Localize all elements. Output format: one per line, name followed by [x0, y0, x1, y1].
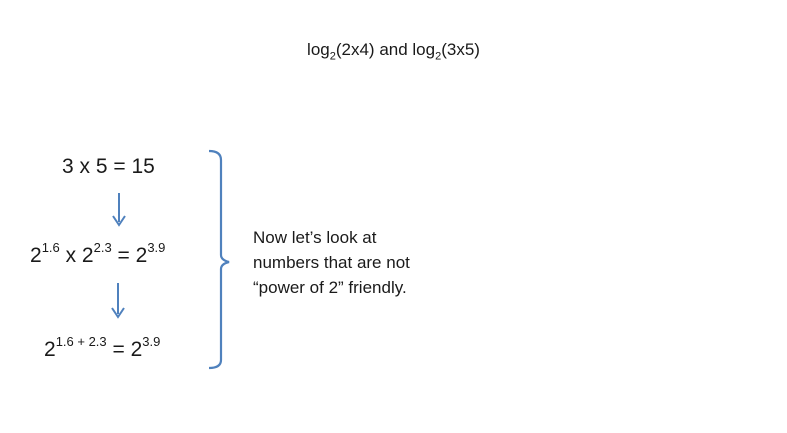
eq2-equals: = 2: [111, 244, 148, 267]
eq2-base-1: 2: [30, 244, 42, 267]
note-line-1: Now let’s look at: [253, 228, 377, 247]
title-part-2: (2x4) and log: [335, 40, 436, 59]
note-line-2: numbers that are not: [253, 253, 410, 272]
title-subscript-2: 2: [435, 50, 442, 63]
eq2-exponent-1: 1.6: [41, 240, 60, 255]
slide-title: log2(2x4) and log2(3x5): [0, 40, 787, 62]
eq2-exponent-2: 2.3: [93, 240, 112, 255]
note-line-3: “power of 2” friendly.: [253, 278, 407, 297]
eq2-middle: x 2: [59, 244, 94, 267]
title-part-3: (3x5): [441, 40, 480, 59]
eq3-exponent-1: 1.6 + 2.3: [55, 334, 107, 349]
equation-sum-exponents: 21.6 + 2.3 = 23.9: [44, 334, 161, 362]
eq3-equals: = 2: [106, 338, 143, 361]
equation-powers: 21.6 x 22.3 = 23.9: [30, 240, 166, 268]
right-brace-icon: [208, 149, 230, 370]
title-subscript-1: 2: [329, 50, 336, 63]
down-arrow-icon: [111, 283, 125, 319]
eq3-base-1: 2: [44, 338, 56, 361]
explanation-note: Now let’s look at numbers that are not “…: [253, 225, 410, 300]
down-arrow-icon: [112, 193, 126, 227]
eq2-exponent-3: 3.9: [147, 240, 166, 255]
title-part-1: log: [307, 40, 330, 59]
equation-product: 3 x 5 = 15: [62, 155, 155, 178]
eq3-exponent-2: 3.9: [142, 334, 161, 349]
